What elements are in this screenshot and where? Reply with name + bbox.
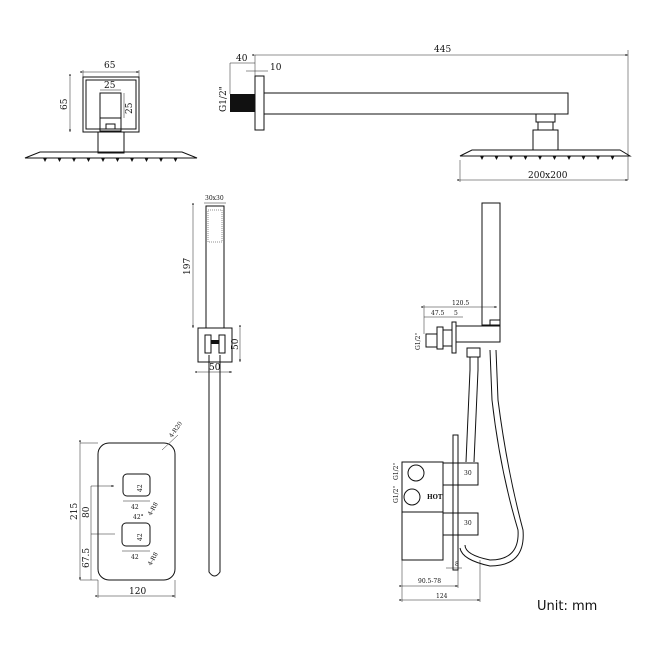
thread-label: G1/2" <box>219 86 229 112</box>
dim-90-5-78: 90.5-78 <box>418 578 441 585</box>
dim-25-width: 25 <box>104 81 116 91</box>
knob2-height: 42 <box>137 533 144 541</box>
nozzle-icon <box>57 158 62 162</box>
dim-50-width: 50 <box>209 363 221 373</box>
dim-80: 80 <box>82 506 92 518</box>
nozzle-icon <box>610 156 615 160</box>
nozzle-icon <box>130 158 134 162</box>
dim-30-lower: 30 <box>464 520 472 527</box>
nozzle-icon <box>101 158 105 162</box>
nozzle-icon <box>494 156 499 160</box>
dim-124: 124 <box>436 593 448 600</box>
knob1-width: 42 <box>131 504 139 511</box>
unit-label: Unit: mm <box>537 599 597 614</box>
nozzle-icon <box>567 156 571 160</box>
nozzle-icon <box>523 156 528 160</box>
valve-side-view: HOT 30 30 G1/2" G1/2" G1/2" 120.5 47.5 5… <box>393 202 524 602</box>
dim-215: 215 <box>70 503 80 520</box>
nozzle-icon <box>509 156 513 160</box>
nozzle-icon <box>480 156 484 160</box>
dim-25-height: 25 <box>125 102 135 114</box>
dim-65-width: 65 <box>104 61 116 71</box>
dim-200x200: 200x200 <box>528 171 568 181</box>
dim-197: 197 <box>183 258 193 275</box>
nozzle-icon <box>159 158 163 162</box>
nozzle-icon <box>552 156 557 160</box>
shower-head-front-view: 65 65 25 25 <box>24 61 198 162</box>
dim-120: 120 <box>129 587 146 597</box>
valve-plate-front-view: 215 80 67.5 120 42 42 42 42 4-R8 4-R8 42… <box>70 420 184 598</box>
nozzle-icon <box>596 156 600 160</box>
shower-arm-side-view: 445 40 10 G1/2" 200x200 <box>219 45 632 182</box>
dim-445: 445 <box>434 45 451 55</box>
nozzle-icon <box>144 158 149 162</box>
dim-10: 10 <box>270 63 282 73</box>
dim-8: 8 <box>455 561 459 568</box>
nozzle-icon <box>581 156 586 160</box>
nozzle-icon <box>538 156 542 160</box>
cold-inlet-thread: G1/2" <box>393 463 400 480</box>
dim-120-5: 120.5 <box>452 300 469 307</box>
dim-67-5: 67.5 <box>82 548 92 568</box>
dim-40: 40 <box>236 54 248 64</box>
angle-mark: 42° <box>133 514 144 521</box>
nozzle-icon <box>72 158 76 162</box>
outlet-thread: G1/2" <box>415 333 422 350</box>
dim-5: 5 <box>454 310 458 317</box>
knob1-radius: 4-R8 <box>147 501 160 517</box>
nozzle-icon <box>86 158 91 162</box>
nozzle-icon <box>43 158 47 162</box>
dim-47-5: 47.5 <box>431 310 445 317</box>
knob2-radius: 4-R8 <box>147 551 160 567</box>
knob2-width: 42 <box>131 554 139 561</box>
dim-30x30: 30x30 <box>205 195 224 202</box>
hand-shower-view: 197 30x30 50 50 <box>183 195 241 577</box>
hot-inlet-thread: G1/2" <box>393 486 400 503</box>
nozzle-icon <box>173 158 178 162</box>
plate-radius: 4-R20 <box>168 420 184 439</box>
hot-label: HOT <box>427 494 443 501</box>
knob1-height: 42 <box>137 484 144 492</box>
dim-50-height: 50 <box>231 338 241 350</box>
dim-65-height: 65 <box>60 98 70 110</box>
nozzle-icon <box>115 158 120 162</box>
dim-30-upper: 30 <box>464 470 472 477</box>
